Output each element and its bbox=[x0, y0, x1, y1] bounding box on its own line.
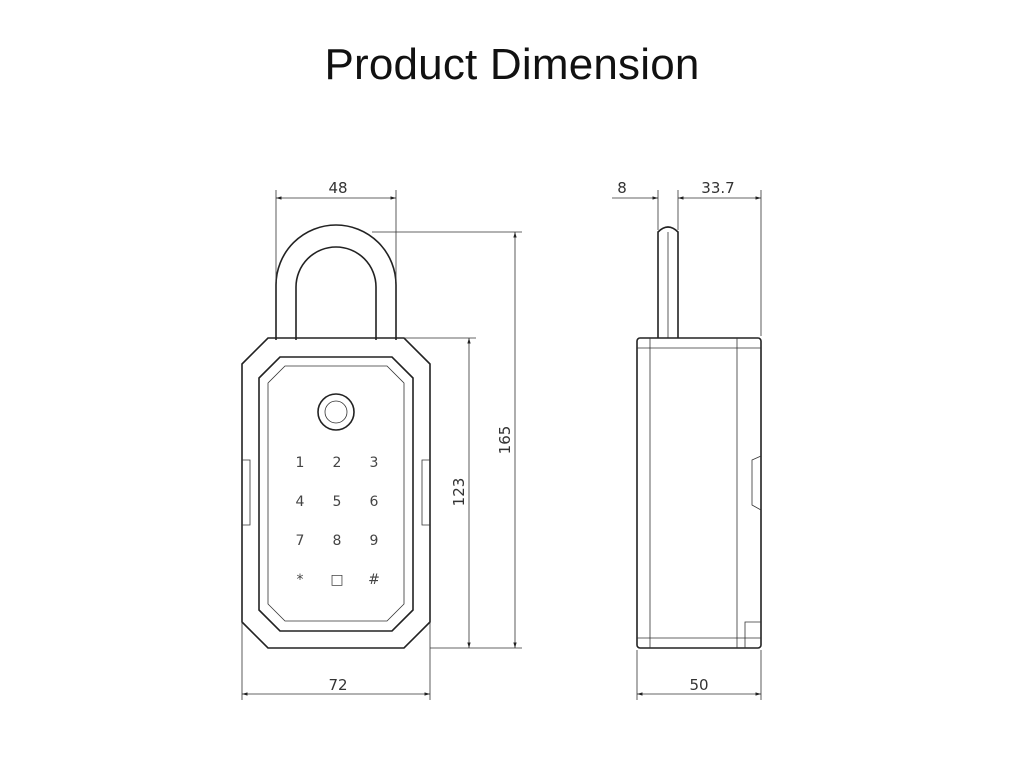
front-shackle-inner bbox=[295, 246, 377, 340]
key-6: 6 bbox=[370, 494, 379, 510]
keypad: 1 2 3 4 5 6 7 8 9 * □ # bbox=[296, 455, 380, 588]
front-view: 1 2 3 4 5 6 7 8 9 * □ # 48 165 bbox=[241, 179, 522, 700]
dim-50: 50 bbox=[636, 650, 762, 700]
page-title: Product Dimension bbox=[324, 40, 700, 89]
dim-72: 72 bbox=[241, 622, 431, 700]
key-4: 4 bbox=[296, 494, 305, 510]
key-9: 9 bbox=[370, 533, 379, 549]
key-square: □ bbox=[330, 572, 343, 588]
side-body-outer bbox=[636, 337, 762, 649]
side-shackle bbox=[657, 226, 679, 338]
dim-label-8: 8 bbox=[617, 179, 627, 197]
front-panel-outer bbox=[258, 356, 414, 632]
front-body-outer bbox=[241, 337, 431, 649]
front-grip-right bbox=[421, 459, 430, 526]
key-7: 7 bbox=[296, 533, 305, 549]
key-8: 8 bbox=[333, 533, 342, 549]
dim-label-48: 48 bbox=[328, 179, 347, 197]
key-hash: # bbox=[368, 572, 380, 588]
dim-label-50: 50 bbox=[689, 676, 708, 694]
dim-48: 48 bbox=[275, 179, 397, 282]
front-panel-inner bbox=[267, 365, 405, 622]
key-3: 3 bbox=[370, 455, 379, 471]
side-view: 8 33.7 50 bbox=[612, 179, 762, 700]
dim-8-33: 8 33.7 bbox=[612, 179, 762, 336]
key-5: 5 bbox=[333, 494, 342, 510]
dim-label-123: 123 bbox=[450, 478, 468, 507]
front-grip-left bbox=[242, 459, 251, 526]
front-shackle-outer bbox=[275, 224, 397, 340]
key-2: 2 bbox=[333, 455, 342, 471]
dim-123: 123 bbox=[404, 337, 476, 648]
dim-label-165: 165 bbox=[496, 426, 514, 455]
dim-label-33-7: 33.7 bbox=[701, 179, 734, 197]
key-star: * bbox=[297, 572, 304, 588]
fingerprint-sensor bbox=[317, 393, 355, 431]
fingerprint-sensor-inner bbox=[324, 400, 348, 424]
dim-label-72: 72 bbox=[328, 676, 347, 694]
key-1: 1 bbox=[296, 455, 305, 471]
dim-165: 165 bbox=[372, 231, 522, 649]
side-latch bbox=[751, 455, 762, 511]
